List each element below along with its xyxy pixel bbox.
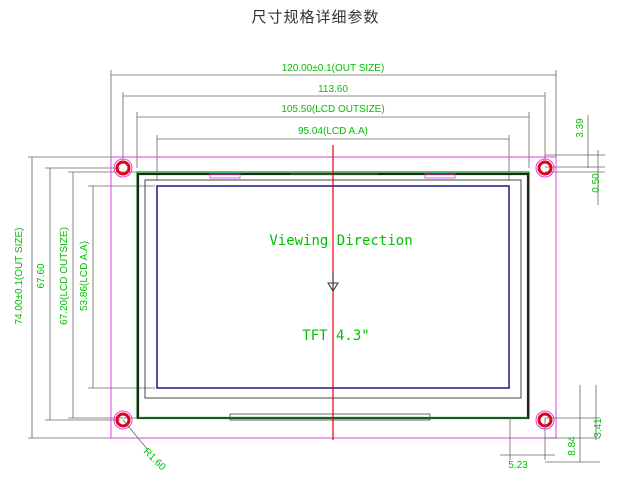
top-dimensions: 120.00±0.1(OUT SIZE) 113.60 105.50(LCD O… <box>110 63 557 180</box>
dim-lcd-aa-w: 95.04(LCD A.A) <box>298 126 368 137</box>
dim-hole-spacing-v: 67.60 <box>36 263 47 288</box>
dim-radius: R1.60 <box>141 446 168 473</box>
dim-bottom-right-2: 3.41 <box>593 418 604 438</box>
model-label: TFT 4.3" <box>302 328 369 344</box>
mounting-hole-top-right <box>535 158 555 178</box>
mounting-holes <box>113 158 555 430</box>
mounting-hole-top-left <box>113 158 133 178</box>
fpc-region <box>229 413 431 421</box>
viewing-direction-arrow-icon <box>327 272 339 292</box>
dim-bottom-offset: 5.23 <box>508 460 528 471</box>
module-outline <box>110 156 557 439</box>
dim-bottom-right-1: 8.84 <box>567 436 578 456</box>
dim-right-small: 0.50 <box>591 173 602 193</box>
dim-lcd-outsize-h: 67.20(LCD OUTSIZE) <box>59 227 70 325</box>
radius-callout: R1.60 <box>122 419 168 473</box>
dim-out-height: 74.00±0.1(OUT SIZE) <box>14 227 25 324</box>
dim-lcd-outsize-w: 105.50(LCD OUTSIZE) <box>281 104 384 115</box>
viewing-direction-label: Viewing Direction <box>269 233 412 249</box>
right-dimensions: 3.39 0.50 <box>545 115 605 205</box>
dim-hole-spacing: 113.60 <box>318 84 348 95</box>
page-title: 尺寸规格详细参数 <box>251 8 380 26</box>
mounting-hole-bottom-left <box>113 410 133 430</box>
dim-right-top: 3.39 <box>575 118 586 138</box>
bottom-right-dimensions: 5.23 8.84 3.41 <box>500 385 604 471</box>
left-dimensions: 74.00±0.1(OUT SIZE) 67.60 67.20(LCD OUTS… <box>14 156 155 439</box>
dim-out-width: 120.00±0.1(OUT SIZE) <box>282 63 385 74</box>
dim-lcd-aa-h: 53.86(LCD A.A) <box>79 241 90 311</box>
